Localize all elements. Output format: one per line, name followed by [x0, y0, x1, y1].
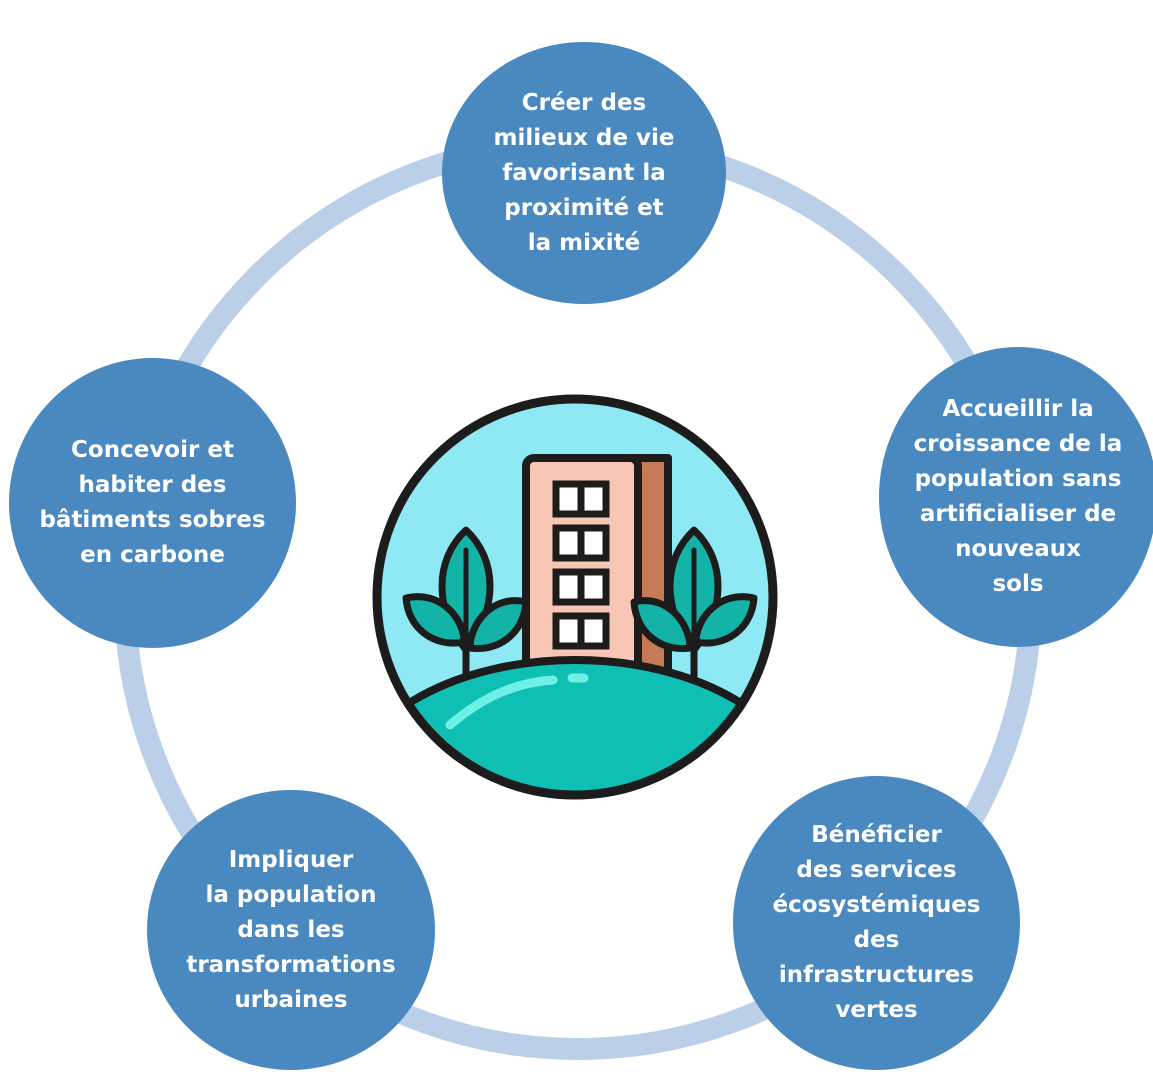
node-left: Concevoir et habiter des bâtiments sobre…: [9, 358, 296, 648]
left-tree: [402, 526, 530, 694]
building-windows: [552, 480, 610, 650]
node-right-label: Accueillir la croissance de la populatio…: [913, 396, 1123, 597]
hill-highlight: [445, 675, 558, 730]
green-hill: [377, 656, 773, 795]
node-bottom-left-label: Impliquer la population dans les transfo…: [186, 846, 396, 1013]
node-right: Accueillir la croissance de la populatio…: [879, 347, 1153, 647]
right-tree: [630, 526, 758, 694]
illustration-outline: [372, 394, 778, 800]
node-top-label: Créer des milieux de vie favorisant la p…: [493, 89, 675, 256]
node-left-label: Concevoir et habiter des bâtiments sobre…: [39, 437, 266, 568]
green-city-building-icon: [372, 394, 778, 800]
node-bottom-left: Impliquer la population dans les transfo…: [147, 790, 435, 1070]
node-bottom-right-label: Bénéficier des services écosystémiques d…: [772, 822, 981, 1023]
node-top: Créer des milieux de vie favorisant la p…: [442, 42, 726, 304]
node-bottom-right: Bénéficier des services écosystémiques d…: [733, 776, 1020, 1070]
